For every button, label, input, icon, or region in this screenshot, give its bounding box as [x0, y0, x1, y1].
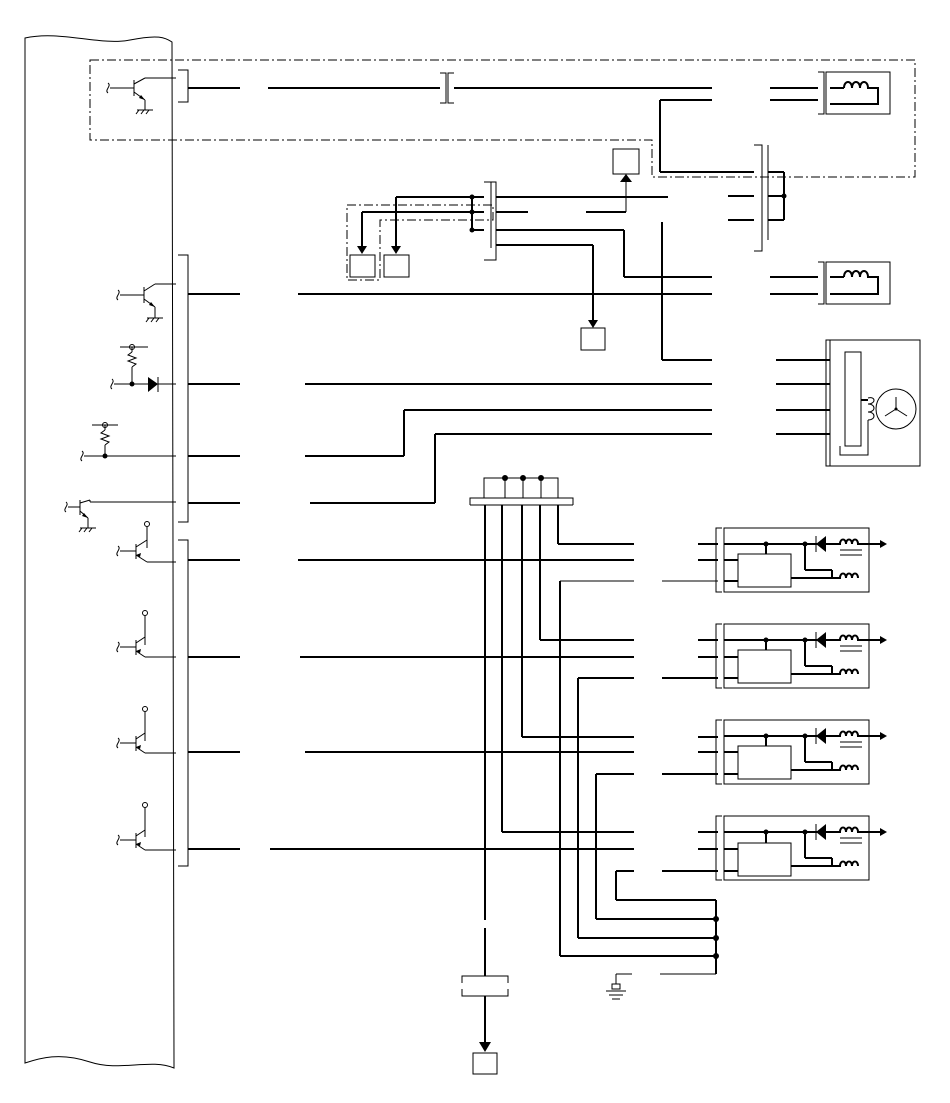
- injector-unit-2: [662, 623, 887, 689]
- small-box-mid: [528, 244, 606, 351]
- small-box-top: [586, 148, 640, 213]
- sensor-signal-wires: [188, 359, 832, 504]
- injector-signal-wires: [188, 559, 634, 850]
- injector-unit-1: [662, 527, 887, 593]
- top-coil-component: [818, 71, 891, 115]
- splice-block: [469, 475, 574, 506]
- mid-signal-wires: [188, 222, 818, 361]
- module-connector-brackets: [178, 69, 189, 867]
- top-circuit-wires: [188, 72, 818, 173]
- injector-unit-3: [662, 719, 887, 785]
- injector-unit-4: [662, 815, 887, 881]
- ground-symbol: [606, 973, 632, 1000]
- bottom-fuse-relay: [461, 928, 509, 1075]
- injector-driver-transistor-4: [116, 802, 176, 851]
- pullup-resistor-input: [80, 422, 176, 462]
- mid-coil-component: [818, 261, 891, 305]
- distributor-motor-sensor: [825, 339, 921, 467]
- control-module: [24, 35, 175, 1069]
- shielded-sensor-pair: [346, 197, 494, 281]
- injector-driver-transistor-3: [116, 706, 176, 754]
- transistor-q2: [116, 283, 176, 323]
- junction-connector-right: [728, 144, 787, 252]
- pullup-resistor-diode-input: [110, 344, 176, 392]
- center-connector: [362, 181, 668, 261]
- transistor-q1: [106, 77, 176, 115]
- injector-driver-transistor-1: [116, 521, 176, 563]
- shielded-circuit-enclosure: [89, 59, 916, 178]
- transistor-q3: [64, 499, 176, 533]
- injector-ground-wires: [559, 580, 719, 975]
- injector-driver-transistor-2: [116, 610, 176, 658]
